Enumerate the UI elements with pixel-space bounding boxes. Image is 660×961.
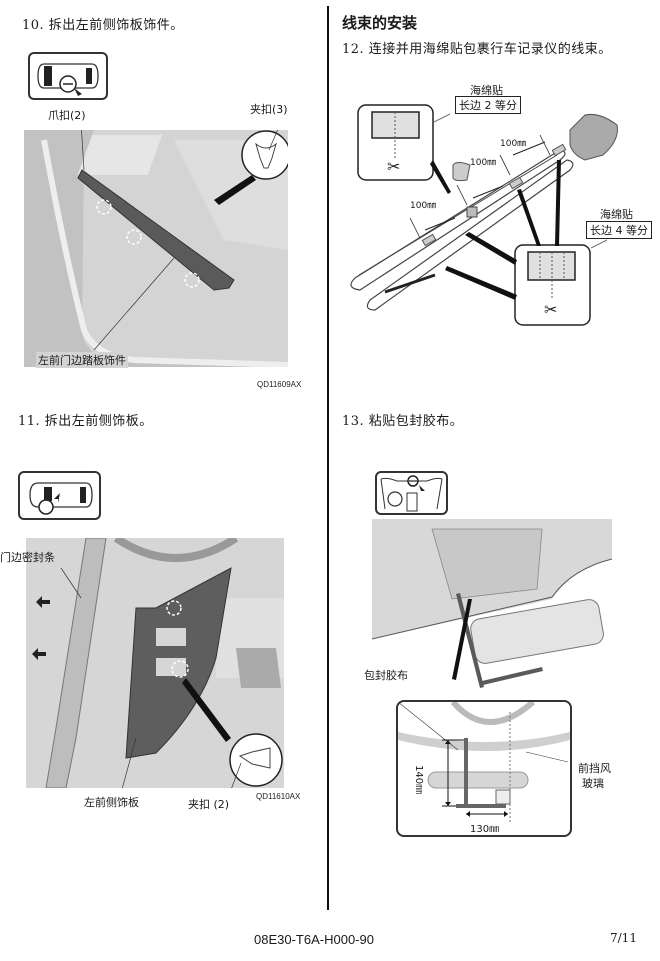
document-number: 08E30-T6A-H000-90 [254,932,374,947]
sponge-label-2: 海绵贴 [600,208,633,221]
car-top-view-icon [18,471,101,520]
tape-label: 包封胶布 [364,669,408,682]
sponge-label-1: 海绵贴 [470,84,503,97]
sponge-split-4-box: 长边 4 等分 [586,221,652,239]
windshield-label-1: 前挡风 [578,762,611,775]
dim-100-b: 100㎜ [470,158,497,168]
dashboard-view-icon [375,471,448,515]
column-divider [327,6,329,910]
step-10-figure [24,130,288,367]
dim-100-a: 100㎜ [500,139,527,149]
step-12-title: 12. 连接并用海绵贴包裹行车记录仪的线束。 [342,42,612,57]
sponge-split-2-box: 长边 2 等分 [455,96,521,114]
dim-130-label: 130㎜ [470,824,500,835]
step-13-detail-figure [396,700,572,837]
step-11-title: 11. 拆出左前侧饰板。 [18,414,153,429]
side-panel-label: 左前侧饰板 [84,796,139,809]
side-step-trim-label: 左前门边踏板饰件 [36,352,128,368]
section-title: 线束的安装 [342,14,418,32]
step-12-figure: ✂ ✂ [345,100,655,330]
svg-text:✂: ✂ [387,157,400,176]
dim-140-label: 140㎜ [413,765,424,795]
door-seal-label: 门边密封条 [0,551,55,564]
car-top-view-icon [28,52,108,100]
svg-text:✂: ✂ [544,300,557,319]
windshield-label-2: 玻璃 [582,777,604,790]
page-number: 7/11 [610,931,637,945]
clip-label-2: 夹扣 (2) [188,798,230,811]
step-13-overview-figure [372,519,612,699]
figure-code-10: QD11609AX [257,380,302,389]
dim-100-c: 100㎜ [410,201,437,211]
step-13-title: 13. 粘贴包封胶布。 [342,414,464,429]
claw-clip-label: 爪扣(2) [48,109,86,122]
step-11-figure [26,538,284,788]
clip-label: 夹扣(3) [250,103,288,116]
step-10-title: 10. 拆出左前侧饰板饰件。 [22,18,184,33]
figure-code-11: QD11610AX [256,792,301,801]
